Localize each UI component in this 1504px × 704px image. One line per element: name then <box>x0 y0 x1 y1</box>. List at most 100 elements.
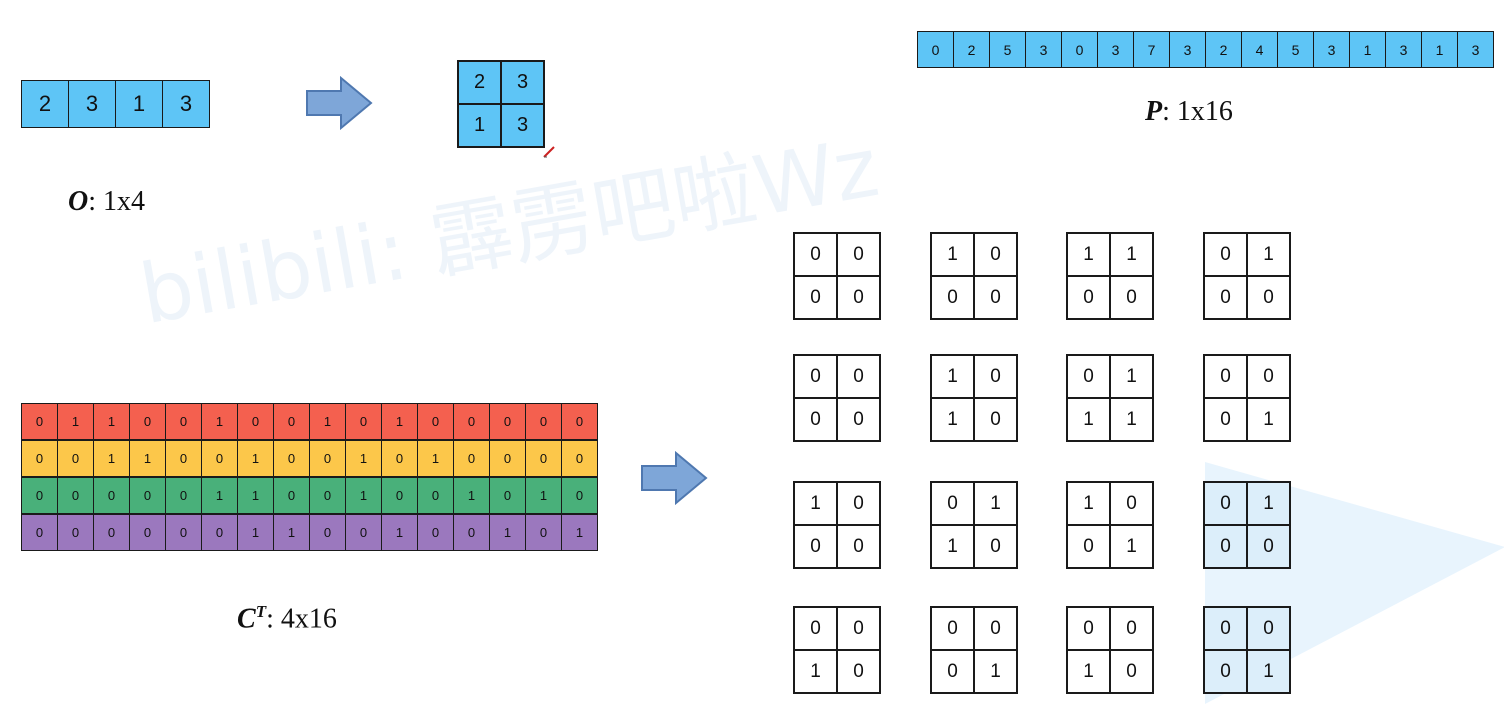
kernel-cell: 0 <box>1247 276 1290 319</box>
kernel-cell: 0 <box>837 607 880 650</box>
pen-cursor-icon <box>543 146 555 158</box>
ct-cell: 0 <box>561 403 598 440</box>
p-cell: 5 <box>989 31 1026 68</box>
p-cell: 7 <box>1133 31 1170 68</box>
ct-cell: 0 <box>417 514 454 551</box>
ct-cell: 0 <box>57 477 94 514</box>
ct-cell: 0 <box>489 403 526 440</box>
o-reshaped-cell: 3 <box>501 61 544 104</box>
kernel-cell: 0 <box>1110 650 1153 693</box>
o-reshaped-cell: 2 <box>458 61 501 104</box>
kernel-cell: 0 <box>794 398 837 441</box>
p-cell: 3 <box>1313 31 1350 68</box>
ct-cell: 1 <box>237 514 274 551</box>
kernel-cell: 0 <box>837 398 880 441</box>
ct-cell: 0 <box>129 403 166 440</box>
ct-cell: 1 <box>201 403 238 440</box>
kernel-cell: 0 <box>1110 482 1153 525</box>
ct-cell: 0 <box>21 514 58 551</box>
ct-cell: 0 <box>309 514 346 551</box>
p-cell: 3 <box>1457 31 1494 68</box>
ct-cell: 0 <box>381 477 418 514</box>
kernel-cell: 1 <box>931 355 974 398</box>
ct-cell: 0 <box>417 403 454 440</box>
kernel-cell: 0 <box>931 607 974 650</box>
kernel-cell: 0 <box>974 398 1017 441</box>
ct-cell: 0 <box>93 477 130 514</box>
kernel-cell: 0 <box>1067 607 1110 650</box>
o-cell: 3 <box>68 80 116 128</box>
ct-cell: 0 <box>57 440 94 477</box>
ct-cell: 0 <box>129 477 166 514</box>
ct-cell: 0 <box>525 440 562 477</box>
kernel-cell: 0 <box>837 276 880 319</box>
kernel-cell: 0 <box>1110 607 1153 650</box>
p-cell: 3 <box>1097 31 1134 68</box>
kernel-cell: 0 <box>837 650 880 693</box>
ct-matrix-label: CT: 4x16 <box>237 602 337 635</box>
kernel-cell: 0 <box>931 482 974 525</box>
kernel-cell: 1 <box>931 398 974 441</box>
kernel-cell: 1 <box>1110 233 1153 276</box>
p-cell: 4 <box>1241 31 1278 68</box>
ct-cell: 0 <box>93 514 130 551</box>
ct-cell: 0 <box>21 403 58 440</box>
ct-cell: 0 <box>273 440 310 477</box>
ct-cell: 1 <box>345 440 382 477</box>
ct-cell: 0 <box>21 440 58 477</box>
p-cell: 0 <box>1061 31 1098 68</box>
ct-cell: 1 <box>525 477 562 514</box>
kernel-cell: 1 <box>1247 482 1290 525</box>
ct-cell: 0 <box>453 440 490 477</box>
ct-cell: 0 <box>525 403 562 440</box>
kernel-cell: 0 <box>1247 525 1290 568</box>
ct-cell: 0 <box>273 477 310 514</box>
kernel-cell: 0 <box>1204 398 1247 441</box>
kernel-cell: 0 <box>837 355 880 398</box>
ct-cell: 0 <box>309 440 346 477</box>
kernel-cell: 0 <box>837 233 880 276</box>
kernel-cell: 1 <box>1247 233 1290 276</box>
ct-cell: 0 <box>417 477 454 514</box>
p-cell: 1 <box>1349 31 1386 68</box>
kernel-cell: 1 <box>1247 398 1290 441</box>
p-cell: 1 <box>1421 31 1458 68</box>
kernel-cell: 0 <box>794 525 837 568</box>
ct-cell: 0 <box>489 440 526 477</box>
p-vector-label: P: 1x16 <box>1145 96 1233 127</box>
right-arrow-icon <box>641 451 708 505</box>
kernel-cell: 0 <box>1247 607 1290 650</box>
ct-cell: 0 <box>237 403 274 440</box>
kernel-cell: 1 <box>1067 398 1110 441</box>
kernel-cell: 0 <box>931 650 974 693</box>
ct-cell: 0 <box>165 440 202 477</box>
kernel-cell: 0 <box>1067 525 1110 568</box>
ct-cell: 0 <box>453 514 490 551</box>
o-reshaped-cell: 1 <box>458 104 501 147</box>
p-cell: 2 <box>1205 31 1242 68</box>
ct-cell: 1 <box>129 440 166 477</box>
ct-cell: 0 <box>165 514 202 551</box>
kernel-cell: 0 <box>1204 650 1247 693</box>
ct-cell: 1 <box>93 440 130 477</box>
kernel-cell: 0 <box>974 607 1017 650</box>
kernel-cell: 0 <box>974 233 1017 276</box>
kernel-cell: 0 <box>794 607 837 650</box>
ct-cell: 1 <box>561 514 598 551</box>
kernel-cell: 1 <box>1067 233 1110 276</box>
p-cell: 2 <box>953 31 990 68</box>
ct-cell: 1 <box>273 514 310 551</box>
kernel-cell: 0 <box>1247 355 1290 398</box>
ct-cell: 1 <box>57 403 94 440</box>
